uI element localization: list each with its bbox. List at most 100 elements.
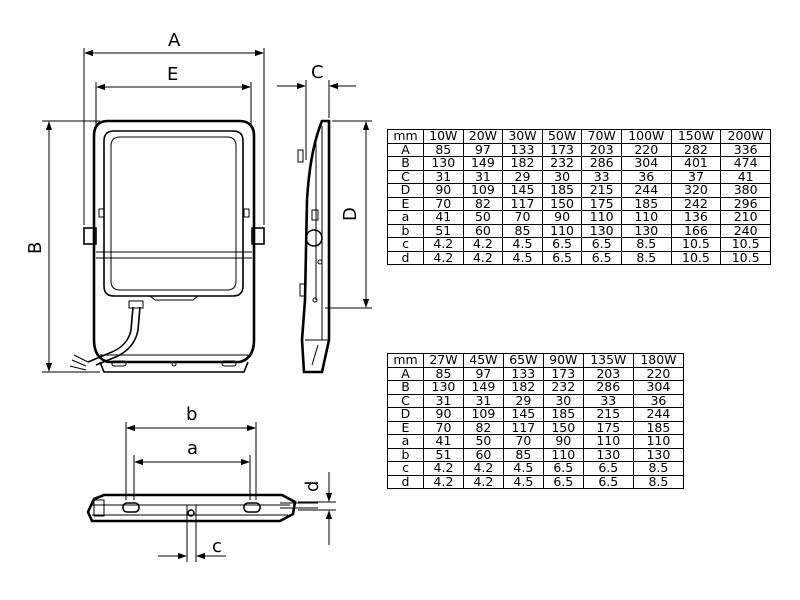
table-header-cell: mm xyxy=(387,129,424,144)
table-cell: 29 xyxy=(502,169,543,184)
table-row-label: b xyxy=(387,447,424,462)
table-cell: 4.5 xyxy=(502,250,543,265)
table-cell: 215 xyxy=(581,183,622,198)
table-cell: 70 xyxy=(423,196,464,211)
table-cell: 41 xyxy=(423,434,464,449)
dimension-c-lower: c xyxy=(158,505,226,562)
table-cell: 4.2 xyxy=(462,461,504,476)
table-header-cell: mm xyxy=(387,353,424,368)
table-cell: 130 xyxy=(581,223,622,238)
table-cell: 6.5 xyxy=(541,237,583,252)
table-cell: 30 xyxy=(541,169,583,184)
table-cell: 4.2 xyxy=(423,237,464,252)
table-cell: 8.5 xyxy=(632,461,685,476)
table-cell: 33 xyxy=(582,393,634,408)
table-cell: 6.5 xyxy=(581,237,622,252)
table-header-cell: 90W xyxy=(542,353,584,368)
table-header-cell: 65W xyxy=(502,353,544,368)
table-cell: 37 xyxy=(670,169,722,184)
table-cell: 182 xyxy=(502,156,543,171)
table-header-cell: 150W xyxy=(670,129,722,144)
table-cell: 145 xyxy=(502,407,544,422)
table-cell: 133 xyxy=(502,142,543,157)
table-cell: 29 xyxy=(502,393,544,408)
table-row-label: c xyxy=(387,237,424,252)
table-cell: 304 xyxy=(632,380,685,395)
table-cell: 203 xyxy=(582,366,634,381)
table-row-label: E xyxy=(387,420,424,435)
dimension-d-lower: d xyxy=(298,472,336,545)
table-cell: 110 xyxy=(582,434,634,449)
table-row-label: E xyxy=(387,196,424,211)
table-cell: 130 xyxy=(632,447,685,462)
table-cell: 210 xyxy=(720,210,771,225)
table-cell: 173 xyxy=(541,142,583,157)
dimension-e: E xyxy=(95,64,252,125)
table-cell: 50 xyxy=(462,210,504,225)
table-cell: 185 xyxy=(542,407,584,422)
label-a: A xyxy=(168,30,181,51)
table-header-cell: 70W xyxy=(581,129,622,144)
table-cell: 90 xyxy=(541,210,583,225)
table-cell: 4.5 xyxy=(502,237,543,252)
table-cell: 4.2 xyxy=(423,474,464,489)
table-cell: 232 xyxy=(541,156,583,171)
table-cell: 215 xyxy=(582,407,634,422)
table-cell: 4.2 xyxy=(462,474,504,489)
table-cell: 10.5 xyxy=(670,250,722,265)
table-cell: 380 xyxy=(720,183,771,198)
table-cell: 220 xyxy=(632,366,685,381)
dimension-d: D xyxy=(325,120,372,309)
table-cell: 6.5 xyxy=(542,461,584,476)
table-cell: 175 xyxy=(581,196,622,211)
table-cell: 401 xyxy=(670,156,722,171)
table-cell: 41 xyxy=(720,169,771,184)
table-row-label: a xyxy=(387,434,424,449)
table-cell: 109 xyxy=(462,407,504,422)
dimension-b-lower: b xyxy=(125,404,257,500)
table-cell: 149 xyxy=(462,156,504,171)
floodlight-front-body xyxy=(69,119,265,373)
label-c-lower: c xyxy=(212,536,222,557)
table-cell: 185 xyxy=(541,183,583,198)
table-cell: 6.5 xyxy=(542,474,584,489)
label-d-upper: D xyxy=(340,207,361,221)
table-cell: 474 xyxy=(720,156,771,171)
table-cell: 182 xyxy=(502,380,544,395)
label-a-lower: a xyxy=(187,438,198,459)
table-cell: 6.5 xyxy=(582,474,634,489)
table-cell: 4.2 xyxy=(423,461,464,476)
label-c-upper: C xyxy=(311,62,324,83)
table-header-cell: 50W xyxy=(541,129,583,144)
table-header-cell: 200W xyxy=(720,129,771,144)
table-cell: 320 xyxy=(670,183,722,198)
table-header-row: mm 27W 45W 65W 90W 135W 180W xyxy=(387,353,685,368)
table-cell: 90 xyxy=(542,434,584,449)
table-cell: 4.2 xyxy=(462,237,504,252)
table-cell: 150 xyxy=(542,420,584,435)
table-cell: 203 xyxy=(581,142,622,157)
table-cell: 10.5 xyxy=(720,237,771,252)
dimension-a: A xyxy=(83,30,265,225)
table-cell: 110 xyxy=(581,210,622,225)
table-cell: 185 xyxy=(632,420,685,435)
table-header-cell: 100W xyxy=(620,129,672,144)
table-cell: 85 xyxy=(423,366,464,381)
table-cell: 36 xyxy=(632,393,685,408)
table-header-cell: 45W xyxy=(462,353,504,368)
dimension-c-upper: C xyxy=(277,62,356,160)
table-header-row: mm 10W 20W 30W 50W 70W 100W 150W 200W xyxy=(387,129,771,144)
label-b-lower: b xyxy=(186,404,197,425)
table-cell: 173 xyxy=(542,366,584,381)
table-header-cell: 135W xyxy=(582,353,634,368)
table-cell: 244 xyxy=(632,407,685,422)
